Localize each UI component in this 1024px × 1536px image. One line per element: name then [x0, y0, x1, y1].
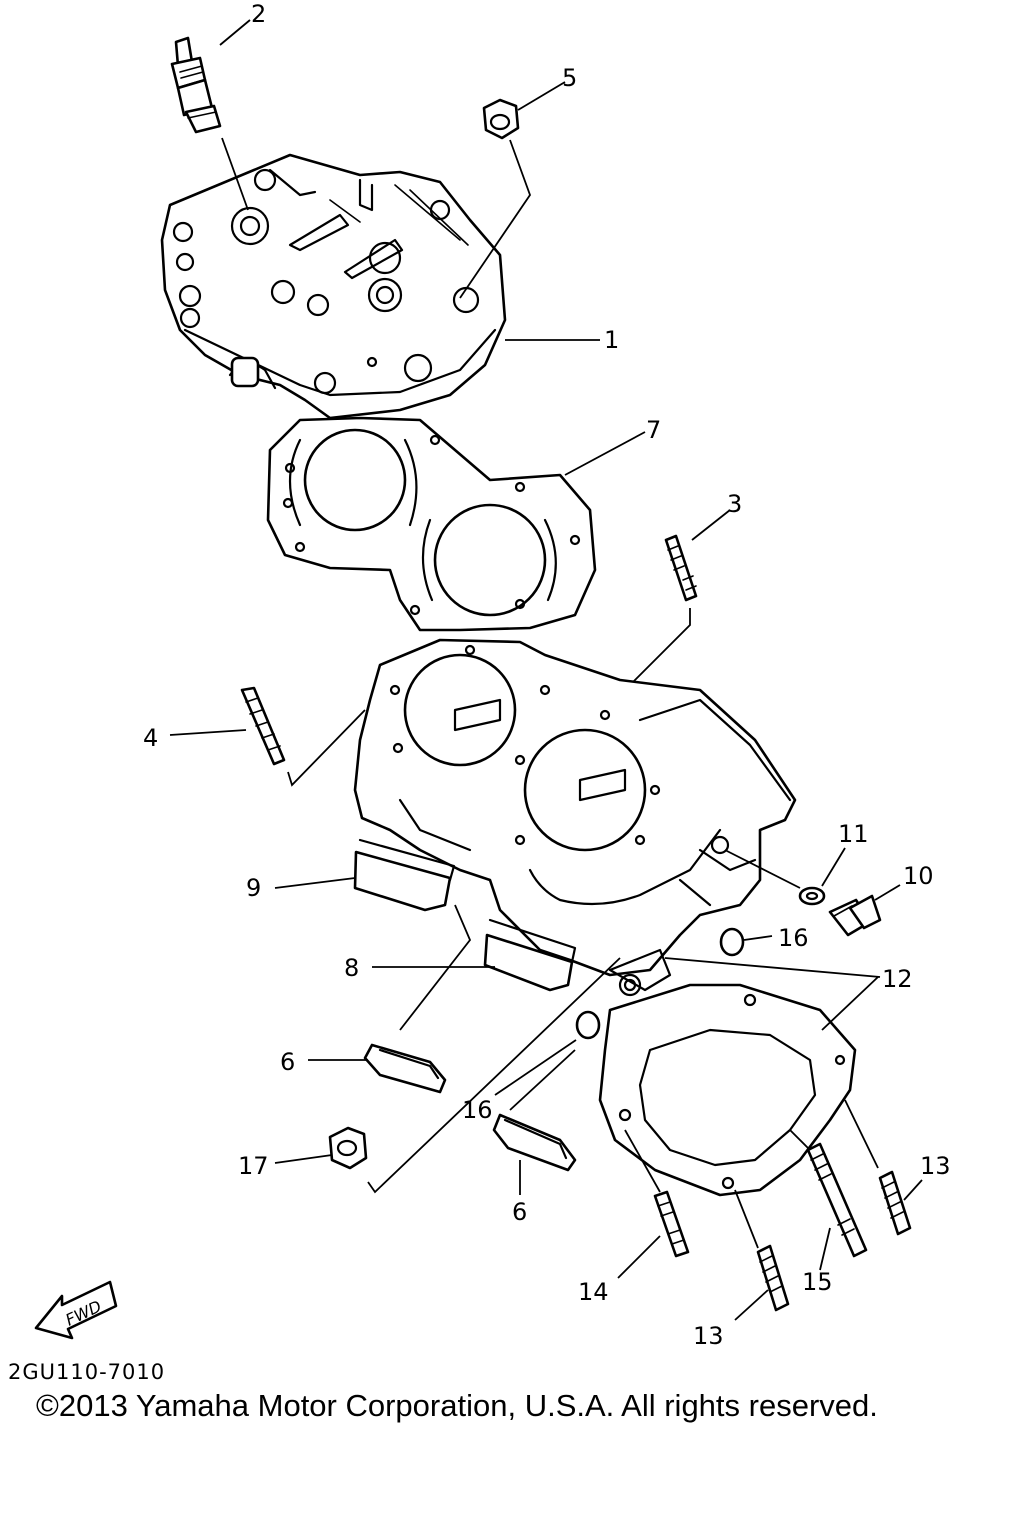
callout-1: 1	[604, 326, 619, 354]
cylinder-block	[353, 638, 797, 977]
stud-4	[240, 686, 366, 787]
diagram-code: 2GU110-7010	[8, 1360, 166, 1384]
callout-6-upper: 6	[280, 1048, 295, 1076]
callout-13-right: 13	[920, 1152, 951, 1180]
callout-15: 15	[802, 1268, 833, 1296]
callout-16-lower: 16	[462, 1096, 493, 1124]
dowel-16-upper	[719, 927, 773, 957]
callout-2: 2	[251, 0, 266, 28]
intake-rubber-9	[353, 838, 472, 1031]
head-gasket	[266, 416, 597, 632]
callout-5: 5	[562, 64, 577, 92]
cover-6-upper	[363, 1043, 447, 1094]
callout-17: 17	[238, 1152, 269, 1180]
callout-8: 8	[344, 954, 359, 982]
stud-13-right	[844, 1099, 912, 1236]
cover-6-lower	[492, 1113, 577, 1172]
intake-rubber-8	[483, 918, 577, 992]
stud-3	[619, 534, 698, 696]
callout-16-upper: 16	[778, 924, 809, 952]
cylinder-head	[160, 153, 507, 420]
dowel-16-lower	[494, 1010, 601, 1111]
callout-10: 10	[903, 862, 934, 890]
callout-leaders	[169, 19, 923, 1321]
callout-4: 4	[143, 724, 158, 752]
spark-plug	[170, 36, 249, 211]
callout-9: 9	[246, 874, 261, 902]
nut-17	[328, 957, 621, 1194]
fwd-arrow-icon: FWD	[34, 1280, 118, 1340]
stud-14	[624, 1129, 690, 1258]
callout-3: 3	[727, 490, 742, 518]
head-nut	[459, 98, 532, 299]
callout-6-lower: 6	[512, 1198, 527, 1226]
callout-12: 12	[882, 965, 913, 993]
washer-11	[724, 849, 826, 906]
callout-13-center: 13	[693, 1322, 724, 1350]
copyright-notice: ©2013 Yamaha Motor Corporation, U.S.A. A…	[36, 1388, 878, 1423]
stud-15	[789, 1129, 868, 1258]
callout-7: 7	[646, 416, 661, 444]
stud-13-center	[734, 1189, 790, 1312]
bolt-10	[828, 894, 882, 937]
callout-14: 14	[578, 1278, 609, 1306]
callout-11: 11	[838, 820, 869, 848]
base-gasket	[598, 948, 857, 1197]
